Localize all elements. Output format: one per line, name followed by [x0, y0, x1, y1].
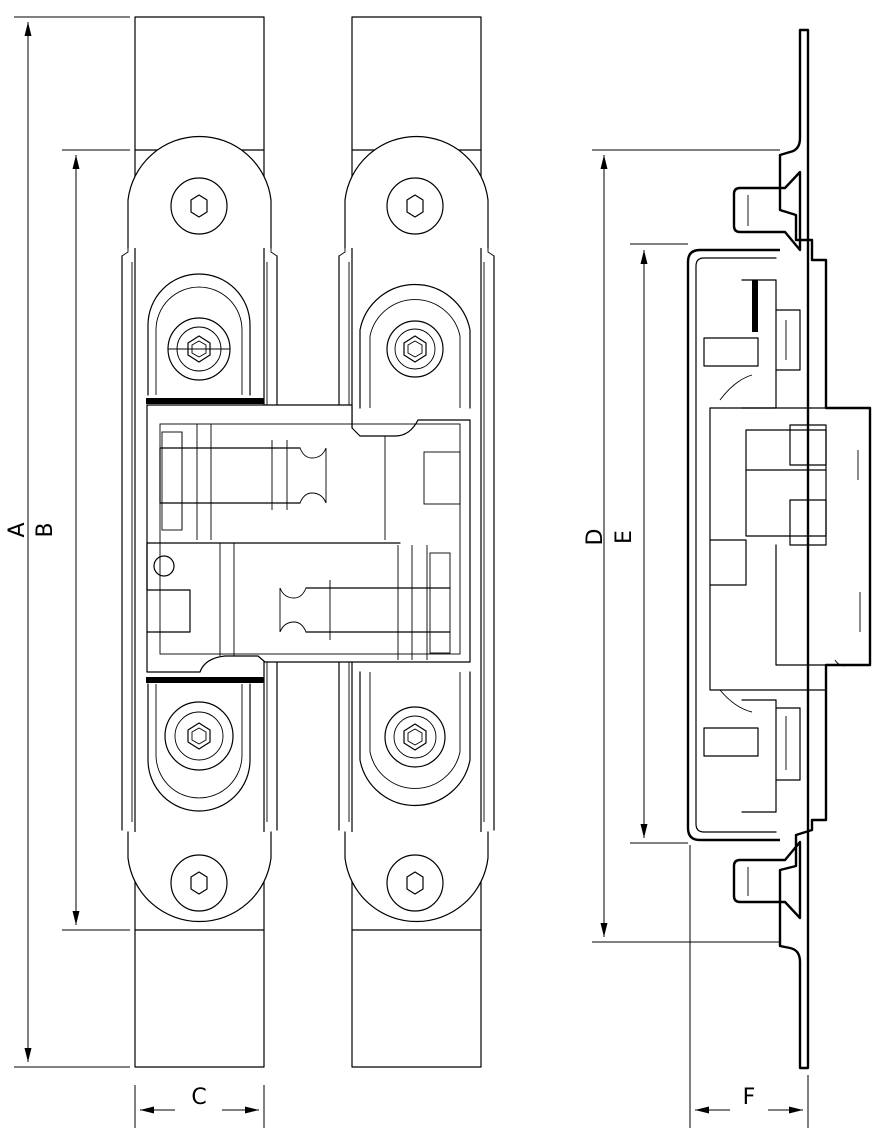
- label-f: F: [743, 1085, 756, 1110]
- hinge-linkage: [146, 404, 471, 673]
- front-view: [121, 16, 495, 1068]
- label-b: B: [33, 522, 58, 537]
- dimension-labels: A B C D E F: [5, 522, 755, 1110]
- label-e: E: [612, 530, 637, 544]
- label-a: A: [5, 522, 30, 537]
- side-view: [686, 28, 872, 1070]
- left-leaf: [121, 16, 278, 1068]
- dimension-lines: [14, 16, 809, 1128]
- label-c: C: [191, 1085, 206, 1110]
- right-leaf: [338, 16, 495, 1068]
- label-d: D: [583, 529, 608, 546]
